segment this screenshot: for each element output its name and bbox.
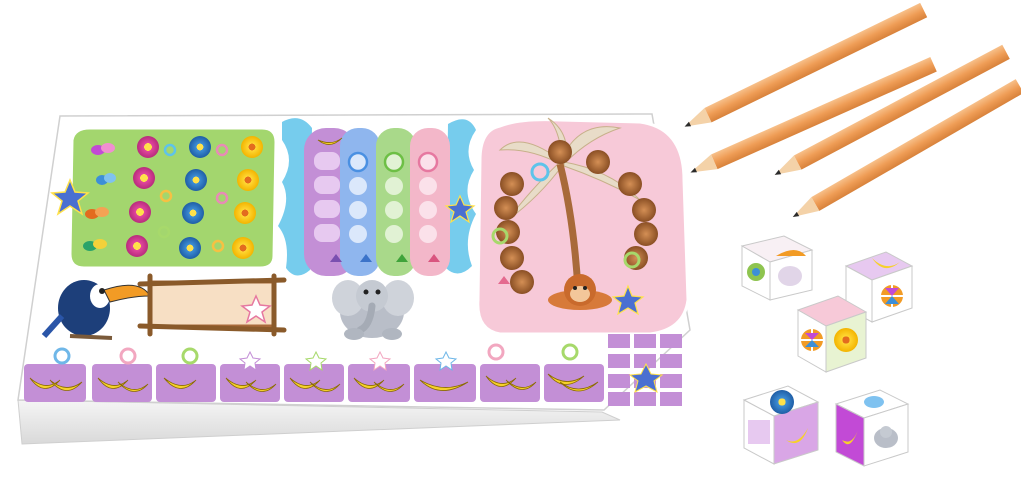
banana-tile (24, 347, 86, 402)
dice (740, 235, 914, 467)
banana-tile (348, 350, 410, 402)
banana-tiles-row (24, 334, 682, 406)
flower-board (50, 126, 278, 270)
ring-icon (157, 143, 229, 253)
game-pad (17, 113, 691, 445)
die-icon (844, 251, 914, 323)
bamboo-sign (137, 273, 287, 337)
pencil-icon (690, 56, 937, 173)
banana-tile (414, 350, 476, 402)
banana-tile (220, 350, 280, 402)
banana-icon (317, 137, 343, 145)
banana-tile (284, 350, 344, 402)
lanes-board (278, 118, 476, 276)
palm-board (476, 117, 690, 336)
star-icon (240, 294, 272, 324)
toucan-icon (41, 280, 151, 340)
banana-tile (156, 347, 216, 402)
banana-tile (480, 343, 540, 402)
pencil-icon (774, 44, 1010, 175)
pencil-icon (684, 2, 928, 127)
die-icon (834, 389, 910, 467)
star-icon (444, 194, 476, 224)
butterfly-icon (83, 143, 116, 251)
star-icon (611, 284, 645, 316)
pencil-icon (792, 79, 1021, 217)
pad-edge (17, 399, 621, 445)
banana-tile (544, 343, 604, 402)
coconut-icon (494, 140, 658, 294)
monkey-icon (548, 274, 612, 310)
die-icon (742, 385, 820, 465)
elephant-icon (332, 280, 414, 340)
pencils (684, 2, 1021, 217)
die-icon (740, 235, 814, 301)
banana-tile (92, 347, 152, 402)
star-icon (50, 178, 90, 216)
flower-icon (126, 136, 263, 259)
die-icon (796, 295, 868, 373)
mini-tiles (608, 334, 682, 406)
